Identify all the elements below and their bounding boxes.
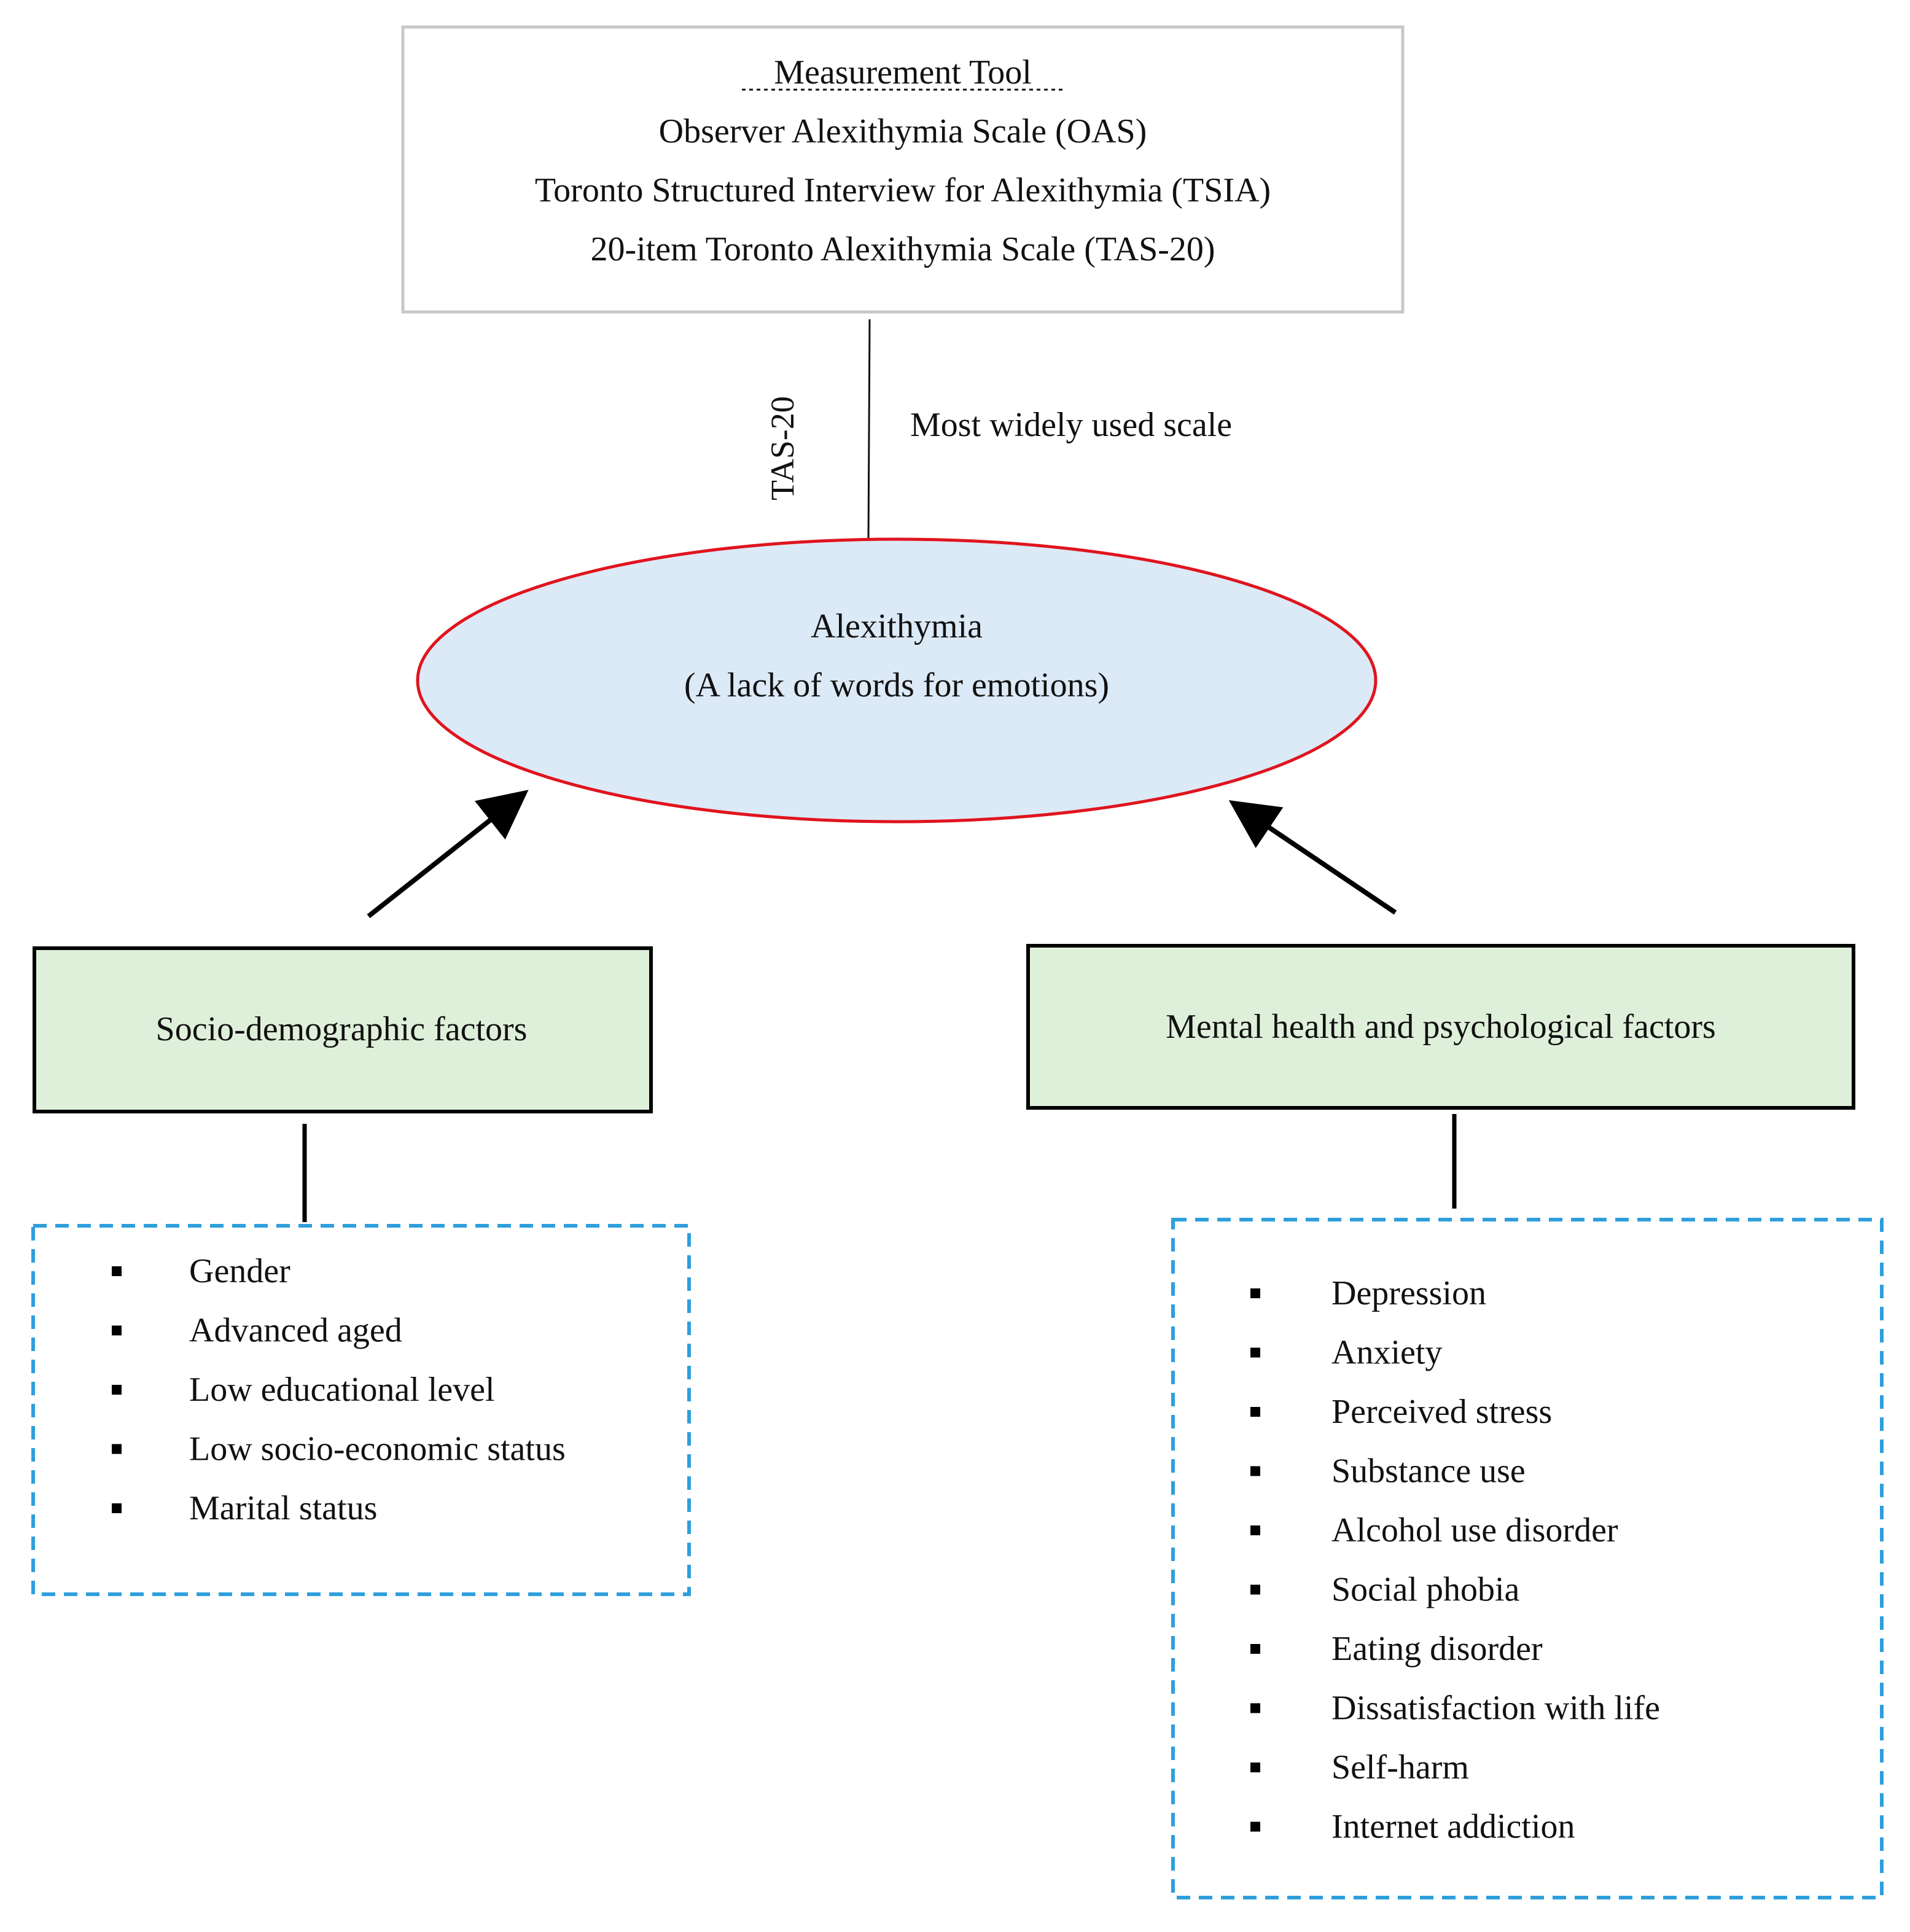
alexithymia-subtitle: (A lack of words for emotions) bbox=[684, 666, 1109, 704]
socio-demographic-list-bullet-icon bbox=[112, 1503, 122, 1513]
socio-demographic-list-bullet-icon bbox=[112, 1385, 122, 1395]
measurement-connector-line bbox=[867, 319, 871, 541]
socio-demographic-list-item: Advanced aged bbox=[189, 1312, 402, 1350]
mental-health-list-bullet-icon bbox=[1250, 1347, 1260, 1358]
mental-health-list-bullet-icon bbox=[1250, 1525, 1260, 1535]
mental-health-list-bullet-icon bbox=[1250, 1584, 1260, 1595]
mental-health-title: Mental health and psychological factors bbox=[1166, 1008, 1716, 1046]
mental-health-list-item: Social phobia bbox=[1331, 1571, 1520, 1609]
mental-health-list-item: Self-harm bbox=[1331, 1748, 1469, 1786]
left-arrow bbox=[367, 790, 529, 919]
mental-health-list-item: Alcohol use disorder bbox=[1331, 1511, 1618, 1549]
mental-health-list-bullet-icon bbox=[1250, 1407, 1260, 1417]
mental-health-list-item: Depression bbox=[1331, 1274, 1486, 1312]
measurement-tool-heading: Measurement Tool bbox=[774, 53, 1032, 92]
measurement-tool-box bbox=[401, 25, 1405, 314]
mental-health-list-box bbox=[1171, 1218, 1884, 1899]
socio-demographic-list-item: Marital status bbox=[189, 1489, 377, 1527]
socio-demographic-list-item: Low socio-economic status bbox=[189, 1430, 566, 1468]
mental-health-list-bullet-icon bbox=[1250, 1763, 1260, 1772]
socio-demographic-box bbox=[33, 946, 653, 1113]
mental-health-list-item: Eating disorder bbox=[1331, 1630, 1543, 1668]
alexithymia-title: Alexithymia bbox=[811, 607, 983, 645]
right-arrow bbox=[1228, 800, 1397, 915]
socio-demographic-list-bullet-icon bbox=[112, 1444, 122, 1454]
mental-health-list-bullet-icon bbox=[1250, 1466, 1260, 1476]
measurement-item-oas: Observer Alexithymia Scale (OAS) bbox=[659, 112, 1147, 150]
socio-demographic-title: Socio-demographic factors bbox=[156, 1010, 528, 1048]
most-widely-used-note: Most widely used scale bbox=[910, 406, 1232, 444]
mental-health-list-item: Internet addiction bbox=[1331, 1808, 1575, 1846]
socio-demographic-list-bullet-icon bbox=[112, 1266, 122, 1276]
mental-health-list-bullet-icon bbox=[1250, 1288, 1260, 1298]
mental-health-list-item: Dissatisfaction with life bbox=[1331, 1689, 1660, 1728]
mental-health-box bbox=[1026, 944, 1855, 1110]
measurement-item-tas20: 20-item Toronto Alexithymia Scale (TAS-2… bbox=[590, 230, 1215, 268]
mental-health-list-item: Anxiety bbox=[1331, 1334, 1442, 1372]
mental-health-list-item: Perceived stress bbox=[1331, 1393, 1552, 1431]
mental-health-list-bullet-icon bbox=[1250, 1644, 1260, 1654]
socio-demographic-list-bullet-icon bbox=[112, 1325, 122, 1336]
mental-health-list-item: Substance use bbox=[1331, 1452, 1526, 1490]
tas20-vertical-label: TAS-20 bbox=[764, 396, 801, 501]
socio-demographic-list-item: Low educational level bbox=[189, 1371, 495, 1409]
mental-health-list-bullet-icon bbox=[1250, 1703, 1260, 1713]
socio-demographic-list-item: Gender bbox=[189, 1252, 290, 1290]
alexithymia-ellipse bbox=[416, 537, 1378, 824]
mental-health-list-bullet-icon bbox=[1250, 1821, 1260, 1832]
measurement-item-tsia: Toronto Structured Interview for Alexith… bbox=[535, 171, 1271, 209]
socio-demographic-list-box bbox=[31, 1224, 691, 1596]
